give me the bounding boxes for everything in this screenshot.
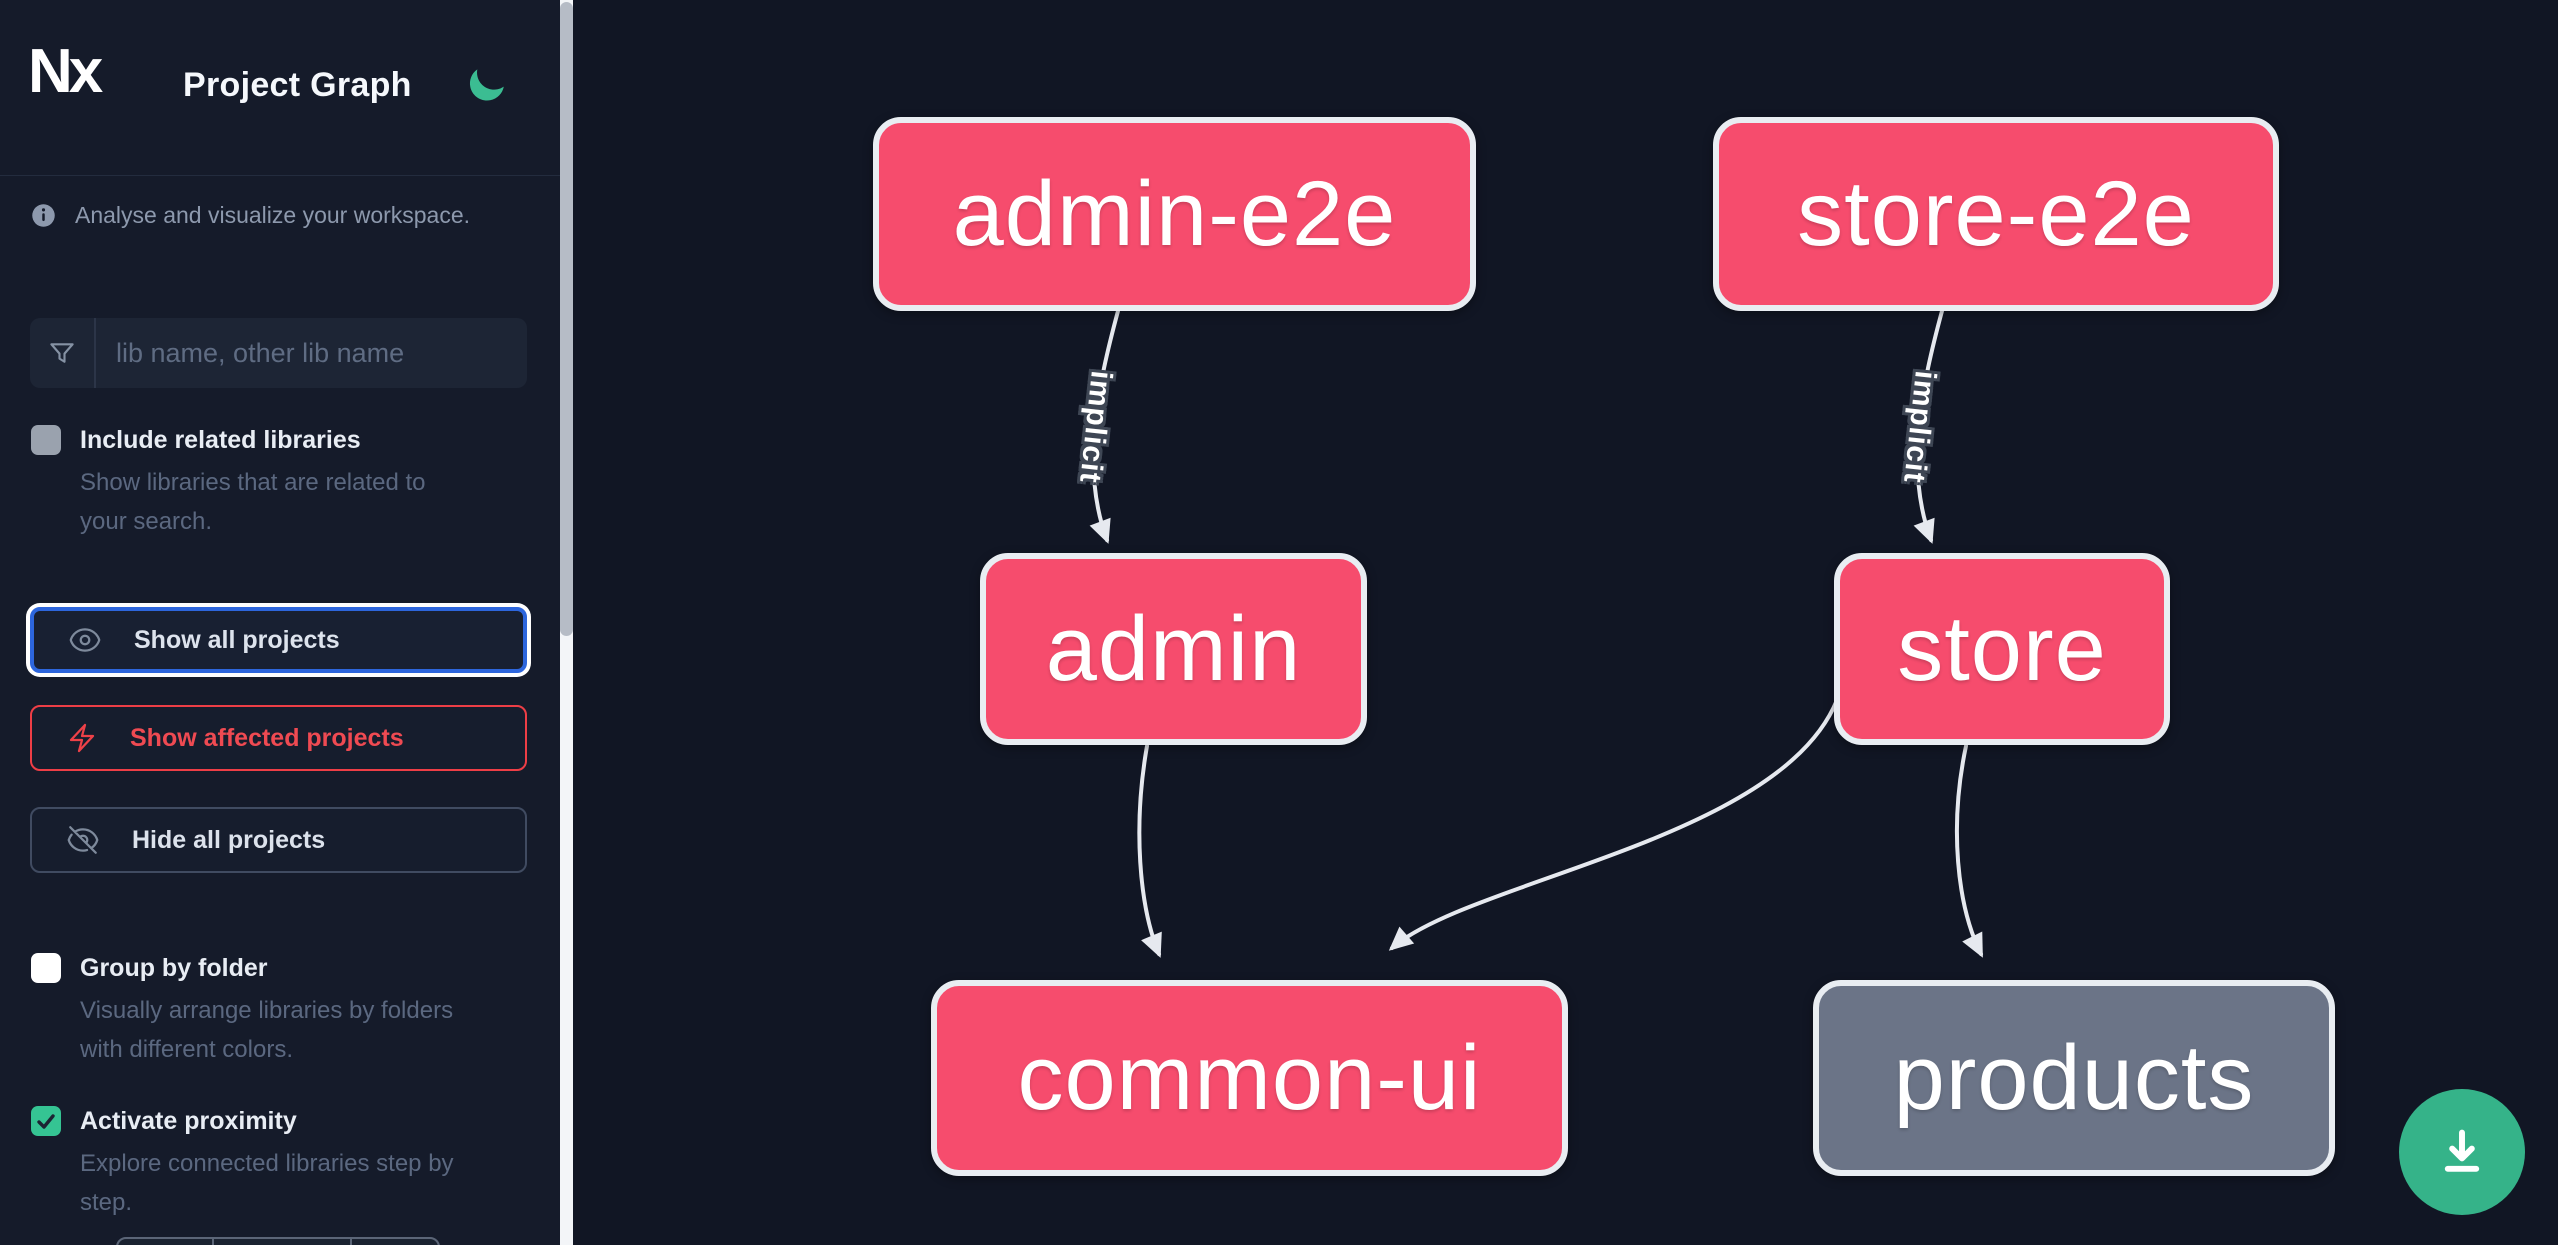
graph-node-admin[interactable]: admin: [980, 553, 1367, 745]
edge-admin-common-ui: [1137, 744, 1162, 958]
search-box: [30, 318, 527, 388]
filter-funnel-icon: [50, 343, 74, 363]
download-icon: [2444, 1129, 2480, 1172]
info-icon: [32, 204, 55, 227]
option-include-related: Include related libraries Show libraries…: [31, 424, 528, 541]
show-affected-projects-button[interactable]: Show affected projects: [30, 705, 527, 771]
search-icon-wrap: [30, 318, 96, 388]
tagline-text: Analyse and visualize your workspace.: [75, 202, 471, 228]
activate-proximity-checkbox[interactable]: [31, 1106, 61, 1136]
search-input[interactable]: [96, 320, 527, 386]
show-affected-projects-label: Show affected projects: [130, 723, 404, 752]
show-all-projects-button[interactable]: Show all projects: [30, 607, 527, 673]
show-all-projects-label: Show all projects: [134, 625, 340, 654]
eye-slash-icon: [67, 826, 99, 854]
activate-proximity-description: Explore connected libraries step by step…: [80, 1150, 454, 1216]
graph-node-store[interactable]: store: [1834, 553, 2170, 745]
group-by-folder-description: Visually arrange libraries by folders wi…: [80, 997, 454, 1063]
node-label: common-ui: [1017, 1026, 1482, 1129]
proximity-increment-segment[interactable]: [350, 1239, 438, 1245]
graph-node-common-ui[interactable]: common-ui: [931, 980, 1568, 1176]
graph-node-store-e2e[interactable]: store-e2e: [1713, 117, 2279, 311]
hide-all-projects-label: Hide all projects: [132, 825, 326, 854]
proximity-depth-control[interactable]: [116, 1237, 440, 1245]
graph-node-admin-e2e[interactable]: admin-e2e: [873, 117, 1476, 311]
theme-toggle-button[interactable]: [462, 62, 510, 110]
include-related-checkbox[interactable]: [31, 425, 61, 455]
eye-icon: [69, 628, 101, 652]
graph-node-products[interactable]: products: [1813, 980, 2335, 1176]
node-label: admin: [1045, 597, 1302, 700]
sidebar-header: Nx Project Graph: [0, 0, 560, 176]
hide-all-projects-button[interactable]: Hide all projects: [30, 807, 527, 873]
check-icon: [37, 1114, 55, 1129]
option-activate-proximity: Activate proximity Explore connected lib…: [31, 1105, 528, 1222]
page-title: Project Graph: [183, 66, 412, 104]
edge-store-common-ui: [1388, 698, 1839, 951]
group-by-folder-label: Group by folder: [80, 954, 268, 982]
sidebar: Nx Project Graph Analyse and visualize y…: [0, 0, 560, 1245]
include-related-description: Show libraries that are related to your …: [80, 469, 426, 535]
node-label: store: [1897, 597, 2107, 700]
proximity-decrement-segment[interactable]: [118, 1239, 212, 1245]
node-label: products: [1893, 1026, 2255, 1129]
nx-logo: Nx: [28, 37, 103, 106]
activate-proximity-label: Activate proximity: [80, 1107, 297, 1135]
download-graph-button[interactable]: [2399, 1089, 2525, 1215]
node-label: store-e2e: [1797, 162, 2195, 265]
proximity-value-segment: [212, 1239, 350, 1245]
tagline-row: Analyse and visualize your workspace.: [30, 200, 535, 230]
option-group-by-folder: Group by folder Visually arrange librari…: [31, 952, 528, 1069]
moon-icon: [469, 68, 504, 101]
node-label: admin-e2e: [952, 162, 1397, 265]
group-by-folder-checkbox[interactable]: [31, 953, 61, 983]
bolt-icon: [69, 723, 95, 753]
sidebar-scrollbar-thumb[interactable]: [560, 2, 573, 636]
include-related-label: Include related libraries: [80, 426, 361, 454]
edge-store-products: [1955, 744, 1983, 958]
